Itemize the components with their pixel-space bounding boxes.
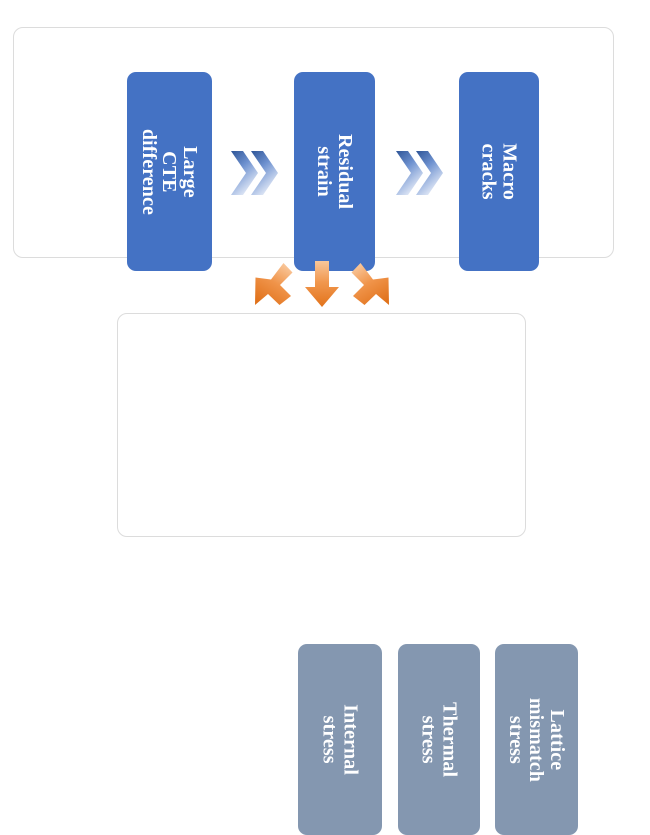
process-box-label: Residual strain [313,133,357,210]
process-box-label: Internal stress [319,704,362,775]
stresses-panel: Internal stress Thermal stress Lattice m… [117,313,578,835]
process-box-label: Macro cracks [478,143,521,200]
arrow-down-icon [305,261,339,307]
process-box-label: Large CTE difference [138,128,202,215]
arrow-down-right-icon [351,263,389,305]
process-box-macro-cracks[interactable]: Macro cracks [459,72,539,271]
double-chevron-right-icon [231,151,278,195]
process-box-thermal-stress[interactable]: Thermal stress [398,644,480,835]
diagram-canvas: Large CTE difference Residual strain Mac… [13,27,614,835]
process-box-internal-stress[interactable]: Internal stress [298,644,382,835]
process-box-residual-strain[interactable]: Residual strain [294,72,375,271]
arrow-down-left-icon [255,263,293,305]
process-box-large-cte-difference[interactable]: Large CTE difference [127,72,212,271]
double-chevron-right-icon [396,151,443,195]
process-box-lattice-mismatch-stress[interactable]: Lattice mismatch stress [495,644,578,835]
causes-panel: Large CTE difference Residual strain Mac… [13,27,614,271]
process-box-label: Thermal stress [418,701,461,778]
process-box-label: Lattice mismatch stress [505,697,569,782]
